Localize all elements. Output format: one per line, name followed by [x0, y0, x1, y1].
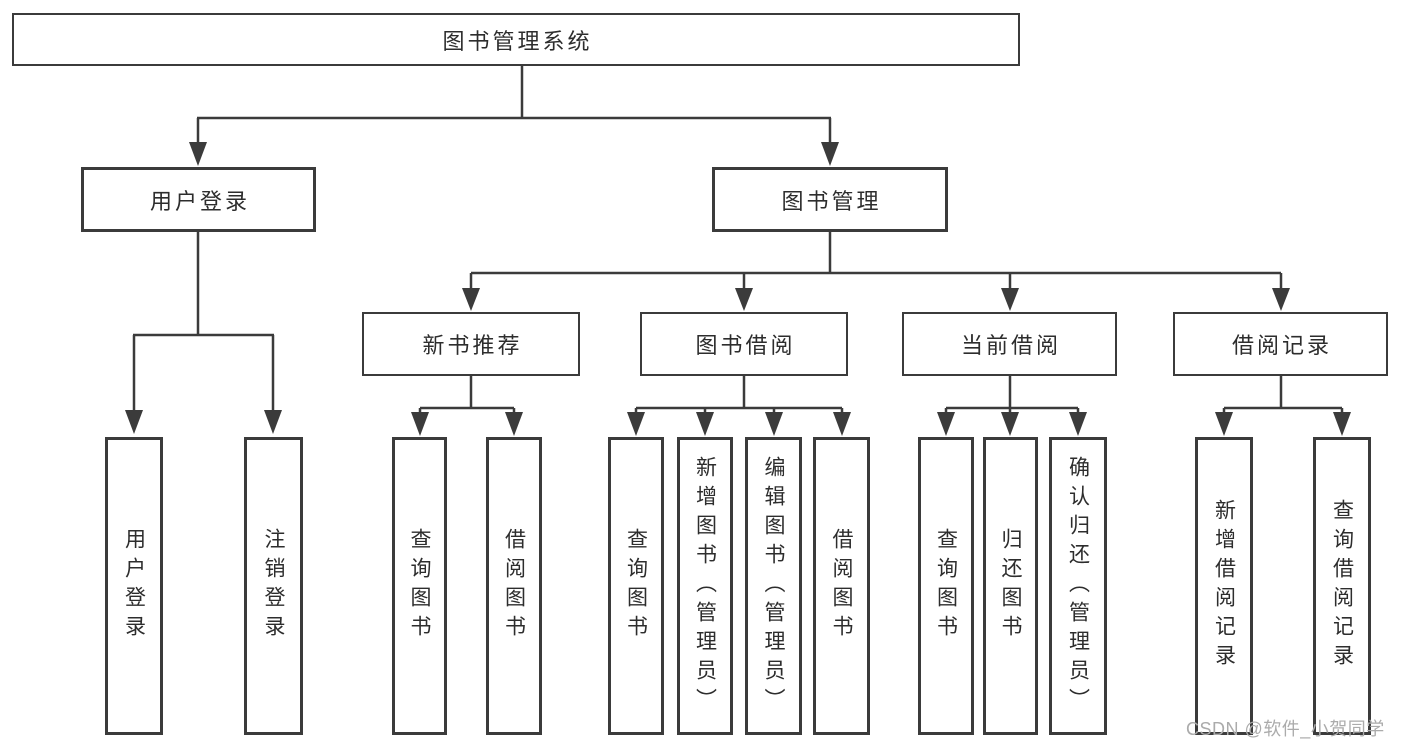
leaf-user-login: 用户登录 [105, 437, 163, 735]
node-library-management-system: 图书管理系统 [12, 13, 1020, 66]
leaf-query-books-borrowing: 查询图书 [608, 437, 664, 735]
node-book-borrowing: 图书借阅 [640, 312, 848, 376]
leaf-add-book-admin: 新增图书（管理员） [677, 437, 733, 735]
leaf-logout: 注销登录 [244, 437, 303, 735]
leaf-return-book: 归还图书 [983, 437, 1038, 735]
node-new-book-recommendation: 新书推荐 [362, 312, 580, 376]
leaf-add-borrow-record: 新增借阅记录 [1195, 437, 1253, 735]
node-current-borrowing: 当前借阅 [902, 312, 1117, 376]
leaf-confirm-return-admin: 确认归还（管理员） [1049, 437, 1107, 735]
leaf-borrow-books-borrowing: 借阅图书 [813, 437, 870, 735]
node-borrowing-records: 借阅记录 [1173, 312, 1388, 376]
node-book-management: 图书管理 [712, 167, 948, 232]
node-user-login: 用户登录 [81, 167, 316, 232]
leaf-borrow-books-recommend: 借阅图书 [486, 437, 542, 735]
leaf-query-books-recommend: 查询图书 [392, 437, 447, 735]
leaf-query-books-current: 查询图书 [918, 437, 974, 735]
leaf-edit-book-admin: 编辑图书（管理员） [745, 437, 802, 735]
leaf-query-borrow-record: 查询借阅记录 [1313, 437, 1371, 735]
watermark: CSDN @软件_小贺同学 [1186, 719, 1385, 739]
